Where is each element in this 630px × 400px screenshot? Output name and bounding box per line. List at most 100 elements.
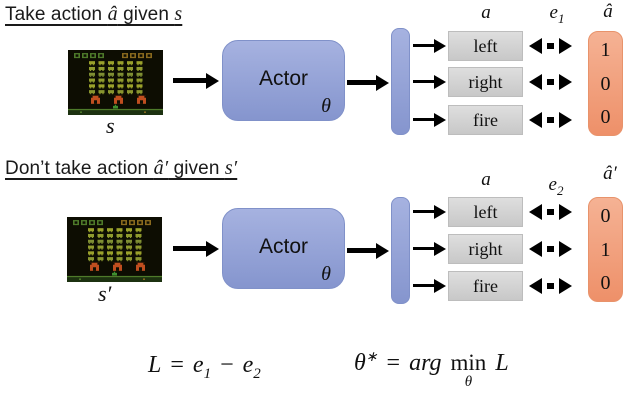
right-triangle-icon	[559, 278, 572, 294]
arrow-to-right	[413, 80, 435, 83]
dash-dot-icon	[547, 209, 554, 215]
dash-dot-icon	[547, 43, 554, 49]
actor-label: Actor	[258, 234, 308, 258]
action-box-fire: fire	[448, 105, 523, 135]
state-symbol: s	[174, 3, 183, 25]
loss-symbol: L	[148, 352, 162, 378]
state-screenshot-s-prime	[67, 217, 162, 282]
right-triangle-icon	[559, 241, 572, 257]
space-invaders-frame-icon	[68, 50, 163, 115]
actor-box: Actor θ	[222, 40, 345, 121]
e-symbol: e	[549, 2, 558, 23]
e-subscript: 2	[556, 182, 564, 198]
left-triangle-icon	[529, 38, 542, 54]
arrow-actor-to-output	[347, 248, 377, 253]
action-box-fire: fire	[448, 271, 523, 301]
dash-dot-icon	[547, 283, 554, 289]
e-subscript: 1	[203, 365, 212, 382]
min-subscript-theta: θ	[464, 374, 473, 390]
e-symbol: e	[242, 352, 254, 378]
output-layer-bar	[391, 197, 410, 304]
arrow-state-to-actor	[173, 78, 207, 83]
actor-box: Actor θ	[222, 208, 345, 289]
compare-arrow	[529, 204, 572, 220]
section-title-dont-take-action: Don’t take action â′ given s′	[5, 157, 237, 180]
loss-formula: L = e1 − e2	[148, 352, 261, 383]
minus-sign: −	[220, 352, 234, 378]
state-screenshot-s	[68, 50, 163, 115]
action-hat-symbol: â	[107, 3, 118, 25]
target-value: 0	[600, 72, 611, 95]
theta-star-term: θ∗	[354, 349, 378, 377]
column-header-a: a	[481, 2, 491, 23]
action-box-right: right	[448, 234, 523, 264]
theta-symbol: θ	[321, 95, 331, 117]
column-header-a-hat: â	[603, 1, 613, 22]
e2-term: e2	[243, 352, 261, 383]
left-triangle-icon	[529, 278, 542, 294]
left-triangle-icon	[529, 241, 542, 257]
arrow-to-fire	[413, 118, 435, 121]
arrow-to-right	[413, 247, 435, 250]
dash-dot-icon	[547, 79, 554, 85]
action-box-left: left	[448, 197, 523, 227]
compare-arrow	[529, 38, 572, 54]
section-title-take-action: Take action â given s	[5, 3, 182, 26]
compare-arrow	[529, 278, 572, 294]
column-header-e2: e2	[549, 174, 564, 199]
action-hat-prime-symbol: â′	[153, 157, 169, 179]
title-text: Don’t take action	[5, 158, 154, 179]
state-label: s	[106, 113, 115, 138]
right-triangle-icon	[559, 74, 572, 90]
e-symbol: e	[192, 352, 204, 378]
target-value: 0	[600, 272, 611, 294]
objective-formula: θ∗ = arg min θ L	[354, 349, 509, 390]
right-triangle-icon	[559, 38, 572, 54]
column-header-a: a	[481, 169, 491, 190]
compare-arrow	[529, 241, 572, 257]
min-word: min	[450, 350, 487, 375]
loss-symbol: L	[495, 350, 509, 376]
e1-term: e1	[193, 352, 211, 383]
left-triangle-icon	[529, 112, 542, 128]
arrow-to-left	[413, 44, 435, 47]
equals-sign: =	[386, 350, 401, 376]
title-text: given	[117, 4, 175, 25]
right-triangle-icon	[559, 112, 572, 128]
equals-sign: =	[170, 352, 184, 378]
arrow-to-fire	[413, 284, 435, 287]
target-column: 0 1 0	[588, 197, 623, 302]
theta-symbol: θ	[354, 350, 366, 376]
arrow-state-to-actor	[173, 246, 207, 251]
dash-dot-icon	[547, 246, 554, 252]
e-subscript: 2	[253, 365, 261, 382]
compare-arrow	[529, 74, 572, 90]
output-layer-bar	[391, 28, 410, 135]
action-box-left: left	[448, 31, 523, 61]
min-over-theta: min θ	[451, 351, 487, 390]
right-triangle-icon	[559, 204, 572, 220]
target-value: 0	[600, 205, 611, 227]
star-superscript: ∗	[365, 350, 378, 365]
column-header-e1: e1	[550, 2, 565, 27]
target-value: 1	[600, 238, 611, 261]
space-invaders-frame-icon	[67, 217, 162, 282]
arrow-actor-to-output	[347, 80, 377, 85]
compare-arrow	[529, 112, 572, 128]
action-box-right: right	[448, 67, 523, 97]
left-triangle-icon	[529, 74, 542, 90]
theta-symbol: θ	[321, 263, 331, 285]
column-header-a-hat-prime: â′	[603, 163, 617, 184]
title-text: given	[168, 158, 225, 179]
target-value: 0	[600, 106, 611, 128]
dash-dot-icon	[547, 117, 554, 123]
target-column: 1 0 0	[588, 31, 623, 136]
arrow-to-left	[413, 210, 435, 213]
e-symbol: e	[548, 174, 557, 195]
state-prime-label: s′	[98, 281, 112, 306]
e-subscript: 1	[557, 10, 565, 26]
target-value: 1	[600, 39, 611, 61]
state-prime-symbol: s′	[224, 157, 238, 179]
left-triangle-icon	[529, 204, 542, 220]
